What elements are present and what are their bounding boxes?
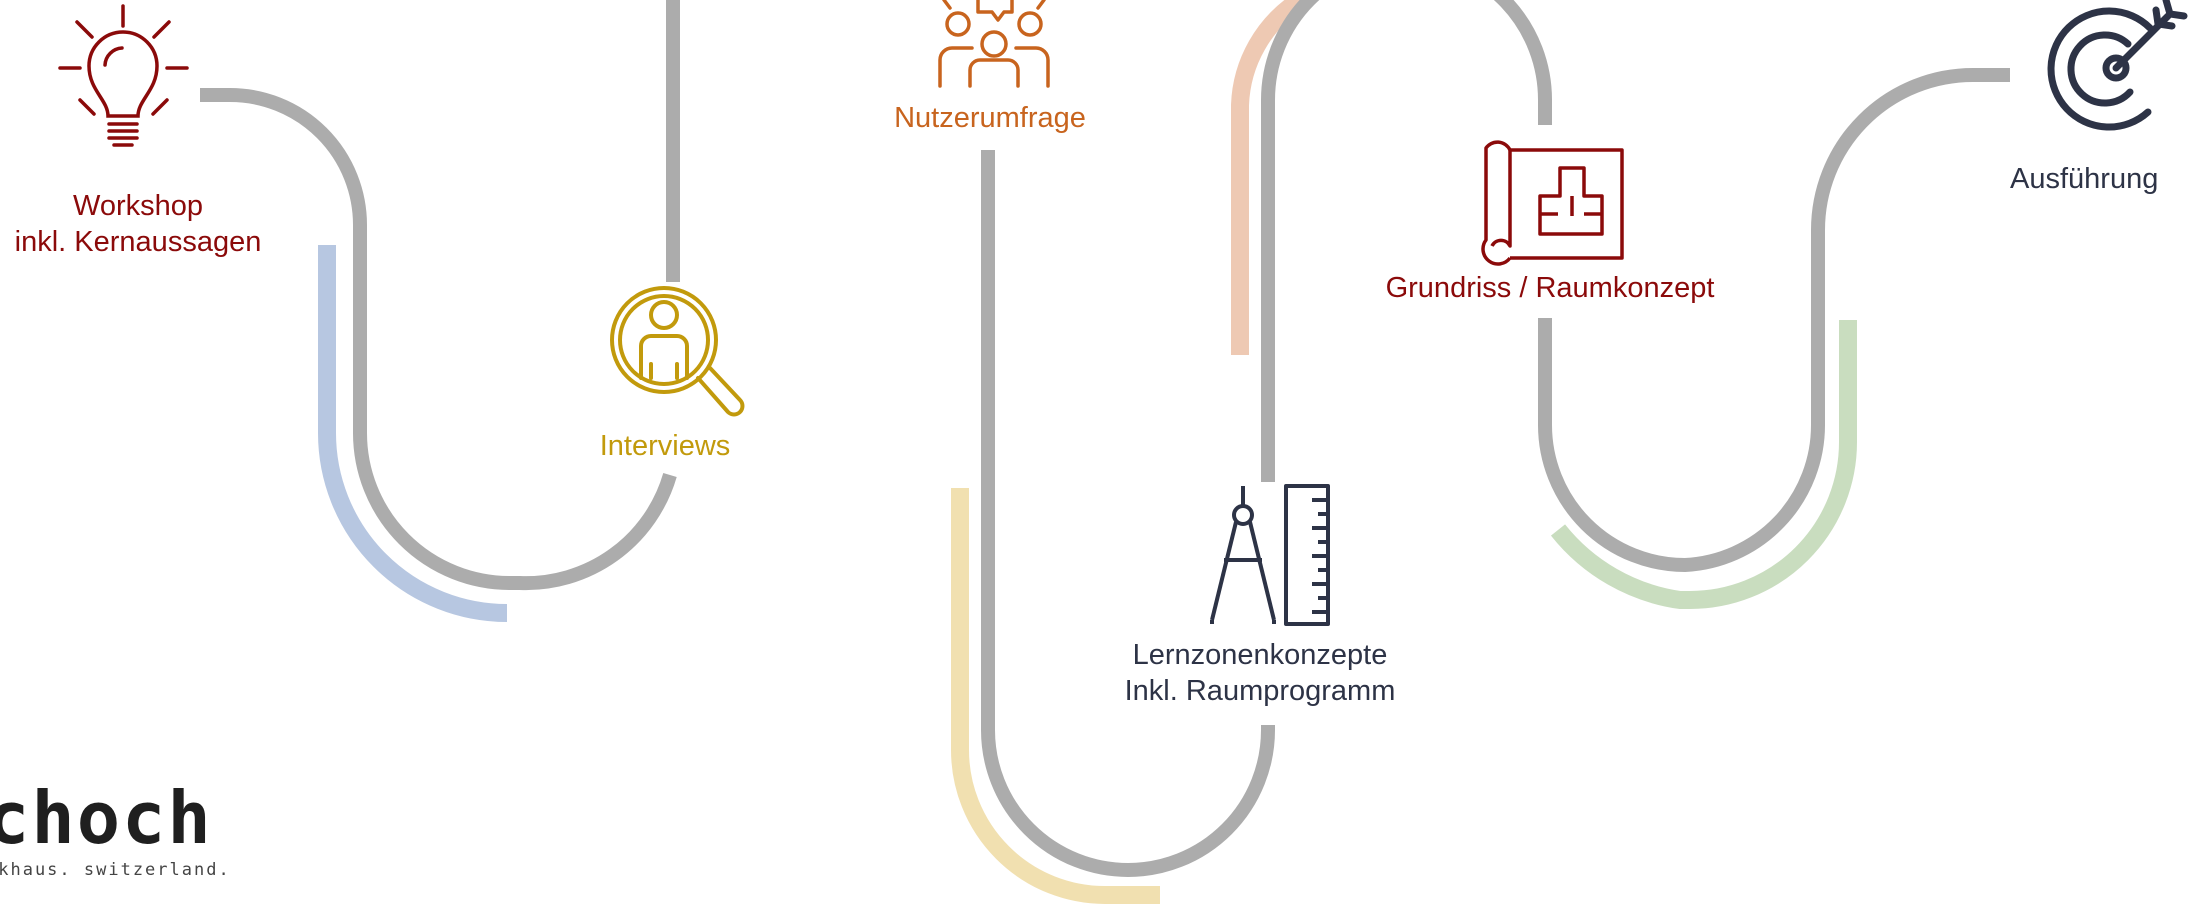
blue-accent-track (318, 245, 508, 622)
group-survey-icon (938, 0, 1050, 88)
logo-name: choch (0, 776, 213, 860)
compass-ruler-icon (1210, 484, 1330, 626)
step-label-nutzerumfrage: Nutzerumfrage (880, 100, 1100, 136)
step-label-line: Nutzerumfrage (894, 102, 1086, 134)
step-label-interviews: Interviews (590, 428, 740, 464)
step-label-line: Inkl. Raumprogramm (1124, 675, 1396, 707)
gray-track-segment (200, 88, 677, 591)
step-label-ausfuehrung: Ausführung (2010, 161, 2208, 197)
step-label-line: Ausführung (2010, 163, 2159, 195)
step-label-line: Workshop (72, 190, 204, 222)
floor-plan-icon (1481, 140, 1624, 266)
lightbulb-icon (58, 4, 189, 147)
step-label-grundriss: Grundriss / Raumkonzept (1360, 270, 1740, 306)
step-label-line: inkl. Kernaussagen (14, 226, 262, 258)
step-label-line: Lernzonenkonzepte (1132, 639, 1388, 671)
step-label-lernzonen: Lernzonenkonzepte Inkl. Raumprogramm (1110, 637, 1410, 709)
logo-tagline: rkhaus. switzerland. (0, 860, 231, 880)
gray-track-segment (1538, 68, 2010, 573)
green-accent-track (1550, 320, 1857, 609)
target-arrow-icon (2047, 0, 2188, 131)
person-magnifier-icon (610, 286, 745, 417)
yellow-accent-track (951, 488, 1160, 904)
step-label-line: Grundriss / Raumkonzept (1385, 272, 1715, 304)
step-label-line: Interviews (599, 430, 731, 462)
gray-track-segment (981, 150, 1275, 878)
peach-accent-track (1231, 0, 1305, 355)
step-label-workshop: Workshop inkl. Kernaussagen (0, 188, 276, 260)
company-logo: choch rkhaus. switzerland. (0, 782, 231, 880)
gray-track-segment (1261, 0, 1553, 482)
